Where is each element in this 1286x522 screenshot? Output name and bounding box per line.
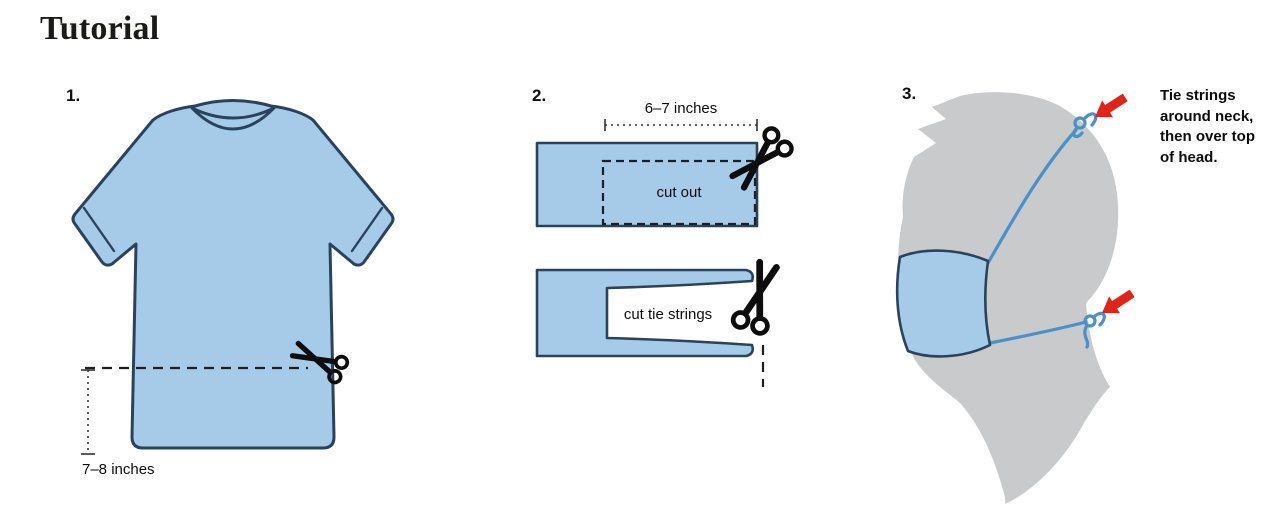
measurement-label: 7–8 inches [82,461,155,478]
tie-strip [535,268,755,358]
cutout-dashed-outline [601,159,757,226]
step2-number: 2. [532,86,547,105]
tie-knot-bottom [1083,311,1106,349]
scissors-icon [730,258,780,336]
step2-illustration: 6–7 inches cut out cut tie strings [535,100,794,387]
mask-string-top [986,128,1078,265]
measurement-label: 6–7 inches [645,100,718,117]
fabric-strip [535,141,759,228]
cut-out-label: cut out [656,184,702,201]
tshirt [71,99,395,450]
face-mask [895,249,992,358]
page-title: Tutorial [40,10,160,47]
measurement-line-vertical [81,369,95,455]
step1-number: 1. [66,86,81,105]
scissors-icon [289,340,350,385]
red-arrow-icon [1102,289,1135,314]
mask-string-bottom [988,320,1088,345]
head-silhouette [897,92,1119,505]
measurement-line-horizontal [604,119,758,131]
step1-illustration: 7–8 inches [71,99,395,478]
step3-illustration [895,92,1135,505]
scissors-icon [729,126,794,191]
step3-number: 3. [902,84,917,103]
cut-tie-label: cut tie strings [624,306,712,323]
red-arrow-icon [1095,93,1128,118]
tie-strings-annotation: Tie strings around neck, then over top o… [1160,87,1256,167]
tshirt-collar [190,106,276,131]
tie-knot-top [1072,112,1098,139]
tshirt-right-cuff-seam [350,206,384,253]
tshirt-left-cuff-seam [82,206,116,253]
